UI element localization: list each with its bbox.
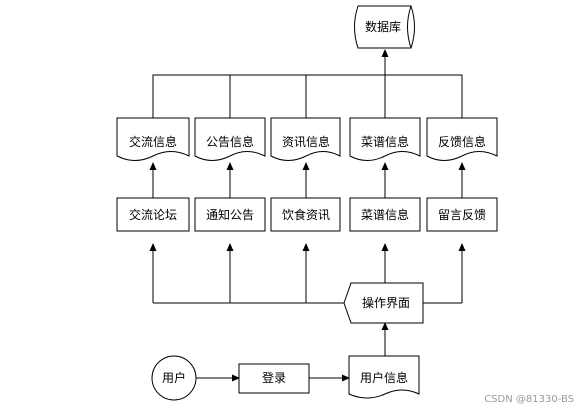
userinfo-shape bbox=[348, 355, 420, 399]
database-node: 数据库 bbox=[354, 5, 415, 49]
doc-shape bbox=[349, 117, 421, 161]
module-label-5: 留言反馈 bbox=[438, 208, 486, 222]
watermark-text: CSDN @81330-BS bbox=[484, 394, 574, 405]
connectors bbox=[149, 49, 466, 382]
module-box-2: 通知公告 bbox=[194, 197, 266, 232]
module-rect bbox=[349, 197, 421, 232]
userinfo-node: 用户信息 bbox=[348, 355, 420, 399]
module-rect bbox=[116, 197, 190, 232]
doc-label-1: 交流信息 bbox=[129, 134, 177, 149]
doc-node-4: 菜谱信息 bbox=[349, 117, 421, 161]
database-shape-curve bbox=[407, 5, 412, 49]
interface-label: 操作界面 bbox=[362, 295, 410, 310]
doc-node-3: 资讯信息 bbox=[270, 117, 341, 161]
doc-label-5: 反馈信息 bbox=[438, 134, 486, 149]
userinfo-label: 用户信息 bbox=[360, 370, 408, 385]
module-rect bbox=[270, 197, 341, 232]
module-label-2: 通知公告 bbox=[206, 208, 254, 222]
module-label-3: 饮食资讯 bbox=[282, 207, 330, 222]
doc-node-2: 公告信息 bbox=[194, 117, 266, 161]
doc-shape bbox=[194, 117, 266, 161]
doc-label-3: 资讯信息 bbox=[282, 134, 330, 149]
module-label-1: 交流论坛 bbox=[129, 207, 177, 222]
user-label: 用户 bbox=[162, 370, 186, 385]
connector-docs-to-bus bbox=[152, 74, 463, 118]
login-label: 登录 bbox=[262, 370, 286, 385]
doc-label-4: 菜谱信息 bbox=[361, 134, 409, 149]
login-node: 登录 bbox=[238, 363, 310, 394]
user-circle bbox=[151, 355, 197, 401]
login-rect bbox=[238, 363, 310, 394]
interface-node: 操作界面 bbox=[343, 282, 424, 324]
module-box-4: 菜谱信息 bbox=[349, 197, 421, 232]
interface-shape bbox=[343, 282, 424, 324]
database-label: 数据库 bbox=[365, 19, 401, 34]
doc-shape bbox=[270, 117, 341, 161]
module-rect bbox=[426, 197, 498, 232]
doc-shape bbox=[426, 117, 498, 161]
doc-node-5: 反馈信息 bbox=[426, 117, 498, 161]
doc-node-1: 交流信息 bbox=[116, 117, 190, 161]
module-box-3: 饮食资讯 bbox=[270, 197, 341, 232]
module-box-5: 留言反馈 bbox=[426, 197, 498, 232]
module-label-4: 菜谱信息 bbox=[361, 207, 409, 222]
doc-label-2: 公告信息 bbox=[206, 134, 254, 149]
doc-shape bbox=[116, 117, 190, 161]
user-node: 用户 bbox=[151, 355, 197, 401]
module-box-1: 交流论坛 bbox=[116, 197, 190, 232]
module-rect bbox=[194, 197, 266, 232]
